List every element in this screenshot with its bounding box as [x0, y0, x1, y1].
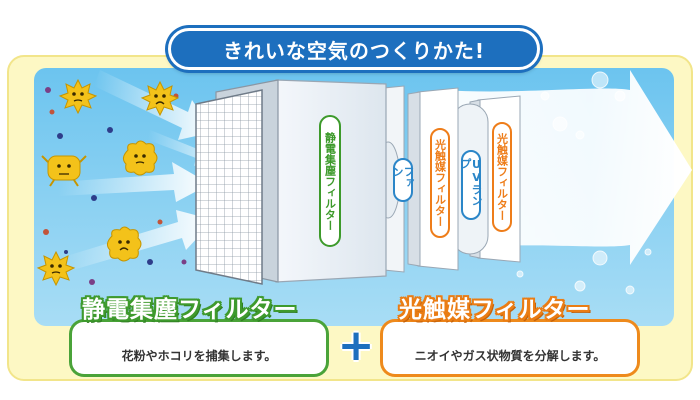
- fan-label: ファン: [391, 158, 415, 202]
- photocatalyst-heading: 光触媒フィルター: [399, 297, 591, 323]
- photocatalyst-back-label: 光触媒フィルター: [492, 122, 512, 232]
- fan-label-text: ファン: [391, 166, 415, 188]
- photocatalyst-card: ニオイやガス状物質を分解します。: [383, 322, 637, 374]
- dust-character-4: [122, 140, 158, 176]
- photocatalyst-front-label-text: 光触媒フィルター: [433, 139, 447, 227]
- plus-sign: +: [337, 320, 375, 371]
- title-banner: きれいな空気のつくりかた!: [168, 28, 540, 70]
- uv-lamp-label: UVランプ: [459, 150, 483, 220]
- dust-character-3: [41, 155, 87, 187]
- dust-character-2: [140, 80, 180, 117]
- dust-particles: [43, 87, 187, 285]
- dust-character-1: [58, 78, 98, 115]
- uv-lamp-label-text: UVランプ: [459, 158, 483, 206]
- static-filter-label-text: 静電集塵フィルター: [323, 131, 337, 231]
- page-title: きれいな空気のつくりかた!: [222, 38, 486, 63]
- static-filter-description: 花粉やホコリを捕集します。: [121, 349, 277, 363]
- static-filter-card: 花粉やホコリを捕集します。: [72, 322, 326, 374]
- photocatalyst-front-label: 光触媒フィルター: [430, 128, 450, 238]
- photocatalyst-description: ニオイやガス状物質を分解します。: [414, 349, 606, 363]
- dust-character-6: [36, 250, 76, 287]
- bubbles: [516, 71, 652, 295]
- photocatalyst-back-label-text: 光触媒フィルター: [495, 133, 509, 221]
- static-filter-heading: 静電集塵フィルター: [82, 297, 298, 323]
- static-filter-label: 静電集塵フィルター: [319, 115, 341, 247]
- dust-character-5: [106, 226, 142, 262]
